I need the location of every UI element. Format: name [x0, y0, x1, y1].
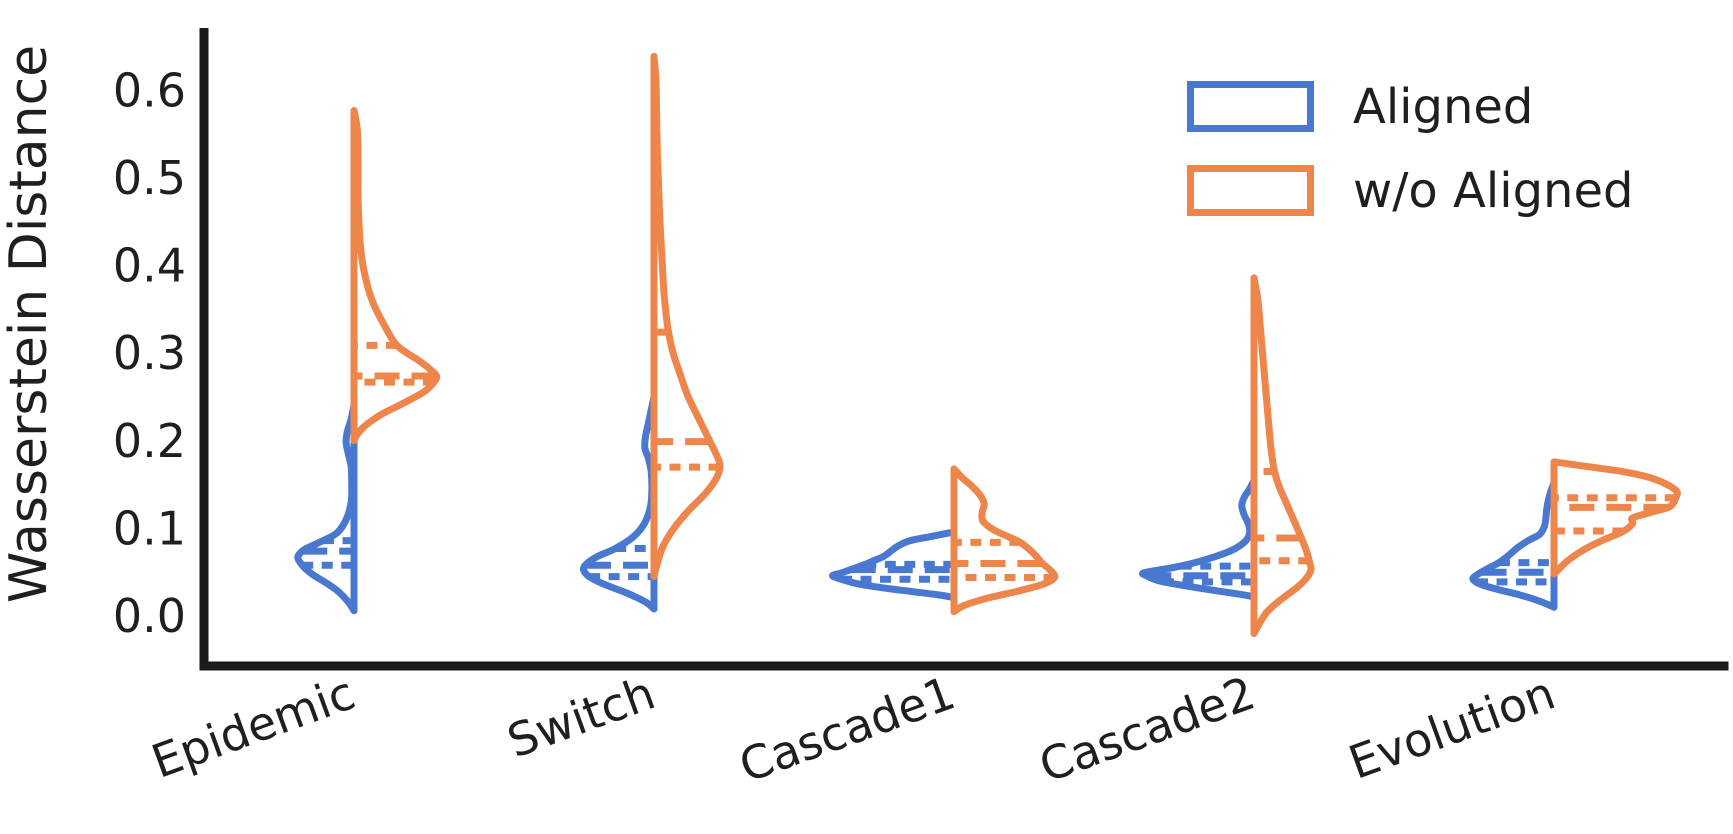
x-tick-label-epidemic: Epidemic — [145, 666, 362, 789]
y-tick-label: 0.5 — [113, 151, 186, 205]
axis-spines — [199, 28, 1729, 671]
x-tick-label-cascade2: Cascade2 — [1032, 666, 1261, 794]
y-tick-label: 0.2 — [113, 414, 186, 468]
legend-swatch-wo-aligned — [1187, 165, 1314, 216]
violin-outline — [950, 465, 1059, 616]
violin-cascade2-aligned — [1139, 476, 1258, 601]
y-tick-label: 0.1 — [113, 501, 186, 555]
violin-cascade2-wo-aligned — [1250, 274, 1315, 638]
legend-swatch-aligned — [1187, 81, 1314, 132]
violin-outline — [1469, 479, 1558, 611]
legend: Aligned w/o Aligned — [1187, 79, 1633, 219]
violin-cascade1-aligned — [829, 528, 958, 602]
y-tick-label: 0.4 — [113, 239, 186, 293]
violin-switch-aligned — [579, 393, 658, 613]
violin-switch-wo-aligned — [650, 52, 724, 581]
violin-outline — [829, 528, 958, 602]
legend-label-aligned: Aligned — [1353, 79, 1533, 135]
violin-evolution-aligned — [1469, 479, 1558, 611]
violins-layer — [294, 52, 1681, 638]
violin-outline — [650, 52, 724, 581]
x-tick-labels: Epidemic Switch Cascade1 Cascade2 Evolution — [145, 666, 1562, 794]
y-axis-spine — [199, 28, 209, 670]
y-tick-label: 0.0 — [113, 589, 186, 643]
y-tick-labels: 0.0 0.1 0.2 0.3 0.4 0.5 0.6 — [113, 63, 186, 643]
violin-outline — [579, 393, 658, 613]
y-tick-label: 0.3 — [113, 326, 186, 380]
x-axis-spine — [199, 661, 1729, 671]
violin-outline — [294, 401, 358, 615]
x-tick-label-evolution: Evolution — [1342, 666, 1562, 790]
violin-outline — [350, 107, 441, 445]
violin-epidemic-aligned — [294, 401, 358, 615]
violin-outline — [1250, 274, 1315, 638]
violin-outline — [1550, 458, 1681, 578]
violin-outline — [1139, 476, 1258, 601]
violin-evolution-wo-aligned — [1550, 458, 1681, 578]
y-axis-title: Wasserstein Distance — [0, 45, 59, 603]
legend-label-wo-aligned: w/o Aligned — [1353, 163, 1633, 219]
violin-cascade1-wo-aligned — [950, 465, 1059, 616]
x-tick-label-switch: Switch — [500, 666, 661, 769]
violin-epidemic-wo-aligned — [350, 107, 441, 445]
y-tick-label: 0.6 — [113, 63, 186, 117]
x-tick-label-cascade1: Cascade1 — [732, 666, 961, 794]
